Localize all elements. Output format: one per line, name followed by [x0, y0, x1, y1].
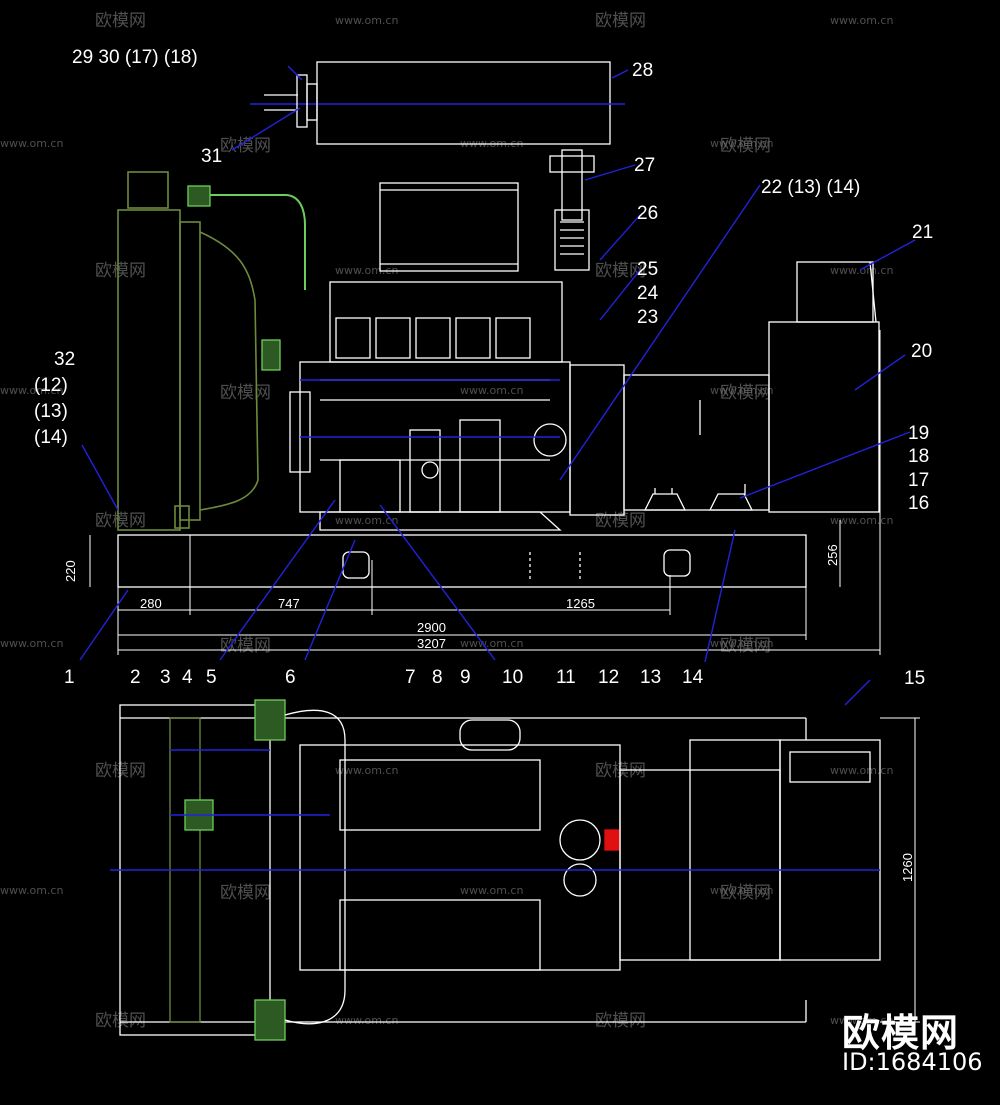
callout-12p: (12) — [34, 375, 68, 396]
brand-id: ID:1684106 — [842, 1048, 983, 1076]
watermark-url: www.om.cn — [335, 1014, 398, 1027]
callout-23: 23 — [637, 307, 658, 328]
dim-280: 280 — [140, 596, 162, 611]
callout-17: 17 — [908, 470, 929, 491]
watermark-url: www.om.cn — [0, 884, 63, 897]
callout-11: 11 — [556, 667, 576, 688]
watermark-text: 欧模网 — [95, 11, 146, 31]
callout-10: 10 — [502, 667, 523, 688]
callout-32: 32 — [54, 349, 75, 370]
callout-22: 22 (13) (14) — [761, 177, 860, 198]
watermark-url: www.om.cn — [335, 764, 398, 777]
callout-14: 14 — [682, 667, 704, 688]
watermark-text: 欧模网 — [595, 1011, 646, 1031]
watermark-url: www.om.cn — [460, 637, 523, 650]
flywheel-housing — [569, 364, 625, 516]
watermark-text: 欧模网 — [95, 511, 146, 531]
callout-16: 16 — [908, 493, 929, 514]
leader-lines — [79, 65, 916, 706]
watermark-url: www.om.cn — [830, 264, 893, 277]
callout-24: 24 — [637, 283, 659, 304]
callout-29-30: 29 30 (17) (18) — [72, 47, 198, 68]
callout-20: 20 — [911, 341, 932, 362]
callout-labels: 29 30 (17) (18) 28 31 27 22 (13) (14) 26… — [34, 47, 933, 689]
callout-3: 3 — [160, 667, 171, 688]
callout-15: 15 — [904, 668, 925, 689]
callout-21: 21 — [912, 222, 933, 243]
callout-25: 25 — [637, 259, 658, 280]
callout-19: 19 — [908, 423, 929, 444]
callout-26: 26 — [637, 203, 658, 224]
watermark-url: www.om.cn — [830, 1014, 893, 1027]
dimension-labels: 220 280 747 1265 2900 3207 256 1260 — [63, 544, 915, 882]
watermark-text: 欧模网 — [220, 136, 271, 156]
dim-747: 747 — [278, 596, 300, 611]
callout-27: 27 — [634, 155, 655, 176]
callout-14p: (14) — [34, 427, 68, 448]
air-filter — [379, 182, 519, 272]
exhaust-riser — [561, 149, 583, 221]
watermark-url: www.om.cn — [335, 14, 398, 27]
watermark-text: 欧模网 — [595, 511, 646, 531]
watermark-url: www.om.cn — [0, 137, 63, 150]
silencer — [316, 61, 611, 145]
watermark-text: 欧模网 — [95, 261, 146, 281]
callout-13: 13 — [640, 667, 661, 688]
dim-1265: 1265 — [566, 596, 595, 611]
watermark-url: www.om.cn — [710, 637, 773, 650]
watermark-text: 欧模网 — [720, 136, 771, 156]
brand-logo: 欧模网 — [842, 1011, 960, 1055]
dim-3207: 3207 — [417, 636, 446, 651]
watermark-url: www.om.cn — [0, 384, 63, 397]
callout-18: 18 — [908, 446, 929, 467]
callout-7: 7 — [405, 667, 416, 688]
alternator-plan — [619, 769, 781, 961]
radiator-side — [117, 171, 259, 531]
watermark-url: www.om.cn — [830, 14, 893, 27]
watermark-url: www.om.cn — [0, 637, 63, 650]
callout-28: 28 — [632, 60, 653, 81]
engine-plan — [299, 744, 621, 971]
watermark-url: www.om.cn — [710, 384, 773, 397]
watermark-url: www.om.cn — [335, 514, 398, 527]
side-elevation — [79, 61, 916, 706]
watermark-text: 欧模网 — [220, 883, 271, 903]
watermark-text: 欧模网 — [595, 261, 646, 281]
plan-view — [110, 699, 920, 1041]
engine-block-side — [289, 281, 571, 531]
watermark-url: www.om.cn — [460, 384, 523, 397]
callout-5: 5 — [206, 667, 217, 688]
watermark-text: 欧模网 — [720, 883, 771, 903]
dim-1260: 1260 — [900, 853, 915, 882]
callout-12: 12 — [598, 667, 619, 688]
base-frame — [117, 534, 807, 588]
watermark-text: 欧模网 — [220, 383, 271, 403]
callout-6: 6 — [285, 667, 296, 688]
watermark-text: 欧模网 — [220, 636, 271, 656]
callout-4: 4 — [182, 667, 193, 688]
dimension-lines — [89, 330, 881, 655]
watermark-url: www.om.cn — [335, 264, 398, 277]
watermark-text: 欧模网 — [720, 636, 771, 656]
watermark-url: www.om.cn — [460, 884, 523, 897]
watermark-text: 欧模网 — [720, 383, 771, 403]
callout-1: 1 — [64, 667, 75, 688]
watermark-url: www.om.cn — [710, 137, 773, 150]
watermark-url: www.om.cn — [830, 514, 893, 527]
dim-256: 256 — [825, 544, 840, 566]
dim-220: 220 — [63, 560, 78, 582]
callout-2: 2 — [130, 667, 141, 688]
watermark-text: 欧模网 — [595, 11, 646, 31]
callout-9: 9 — [460, 667, 471, 688]
callout-13p: (13) — [34, 401, 68, 422]
watermark-url: www.om.cn — [830, 764, 893, 777]
dim-2900: 2900 — [417, 620, 446, 635]
callout-31: 31 — [201, 146, 222, 167]
watermark-url: www.om.cn — [710, 884, 773, 897]
callout-8: 8 — [432, 667, 443, 688]
upper-hose — [190, 194, 306, 290]
